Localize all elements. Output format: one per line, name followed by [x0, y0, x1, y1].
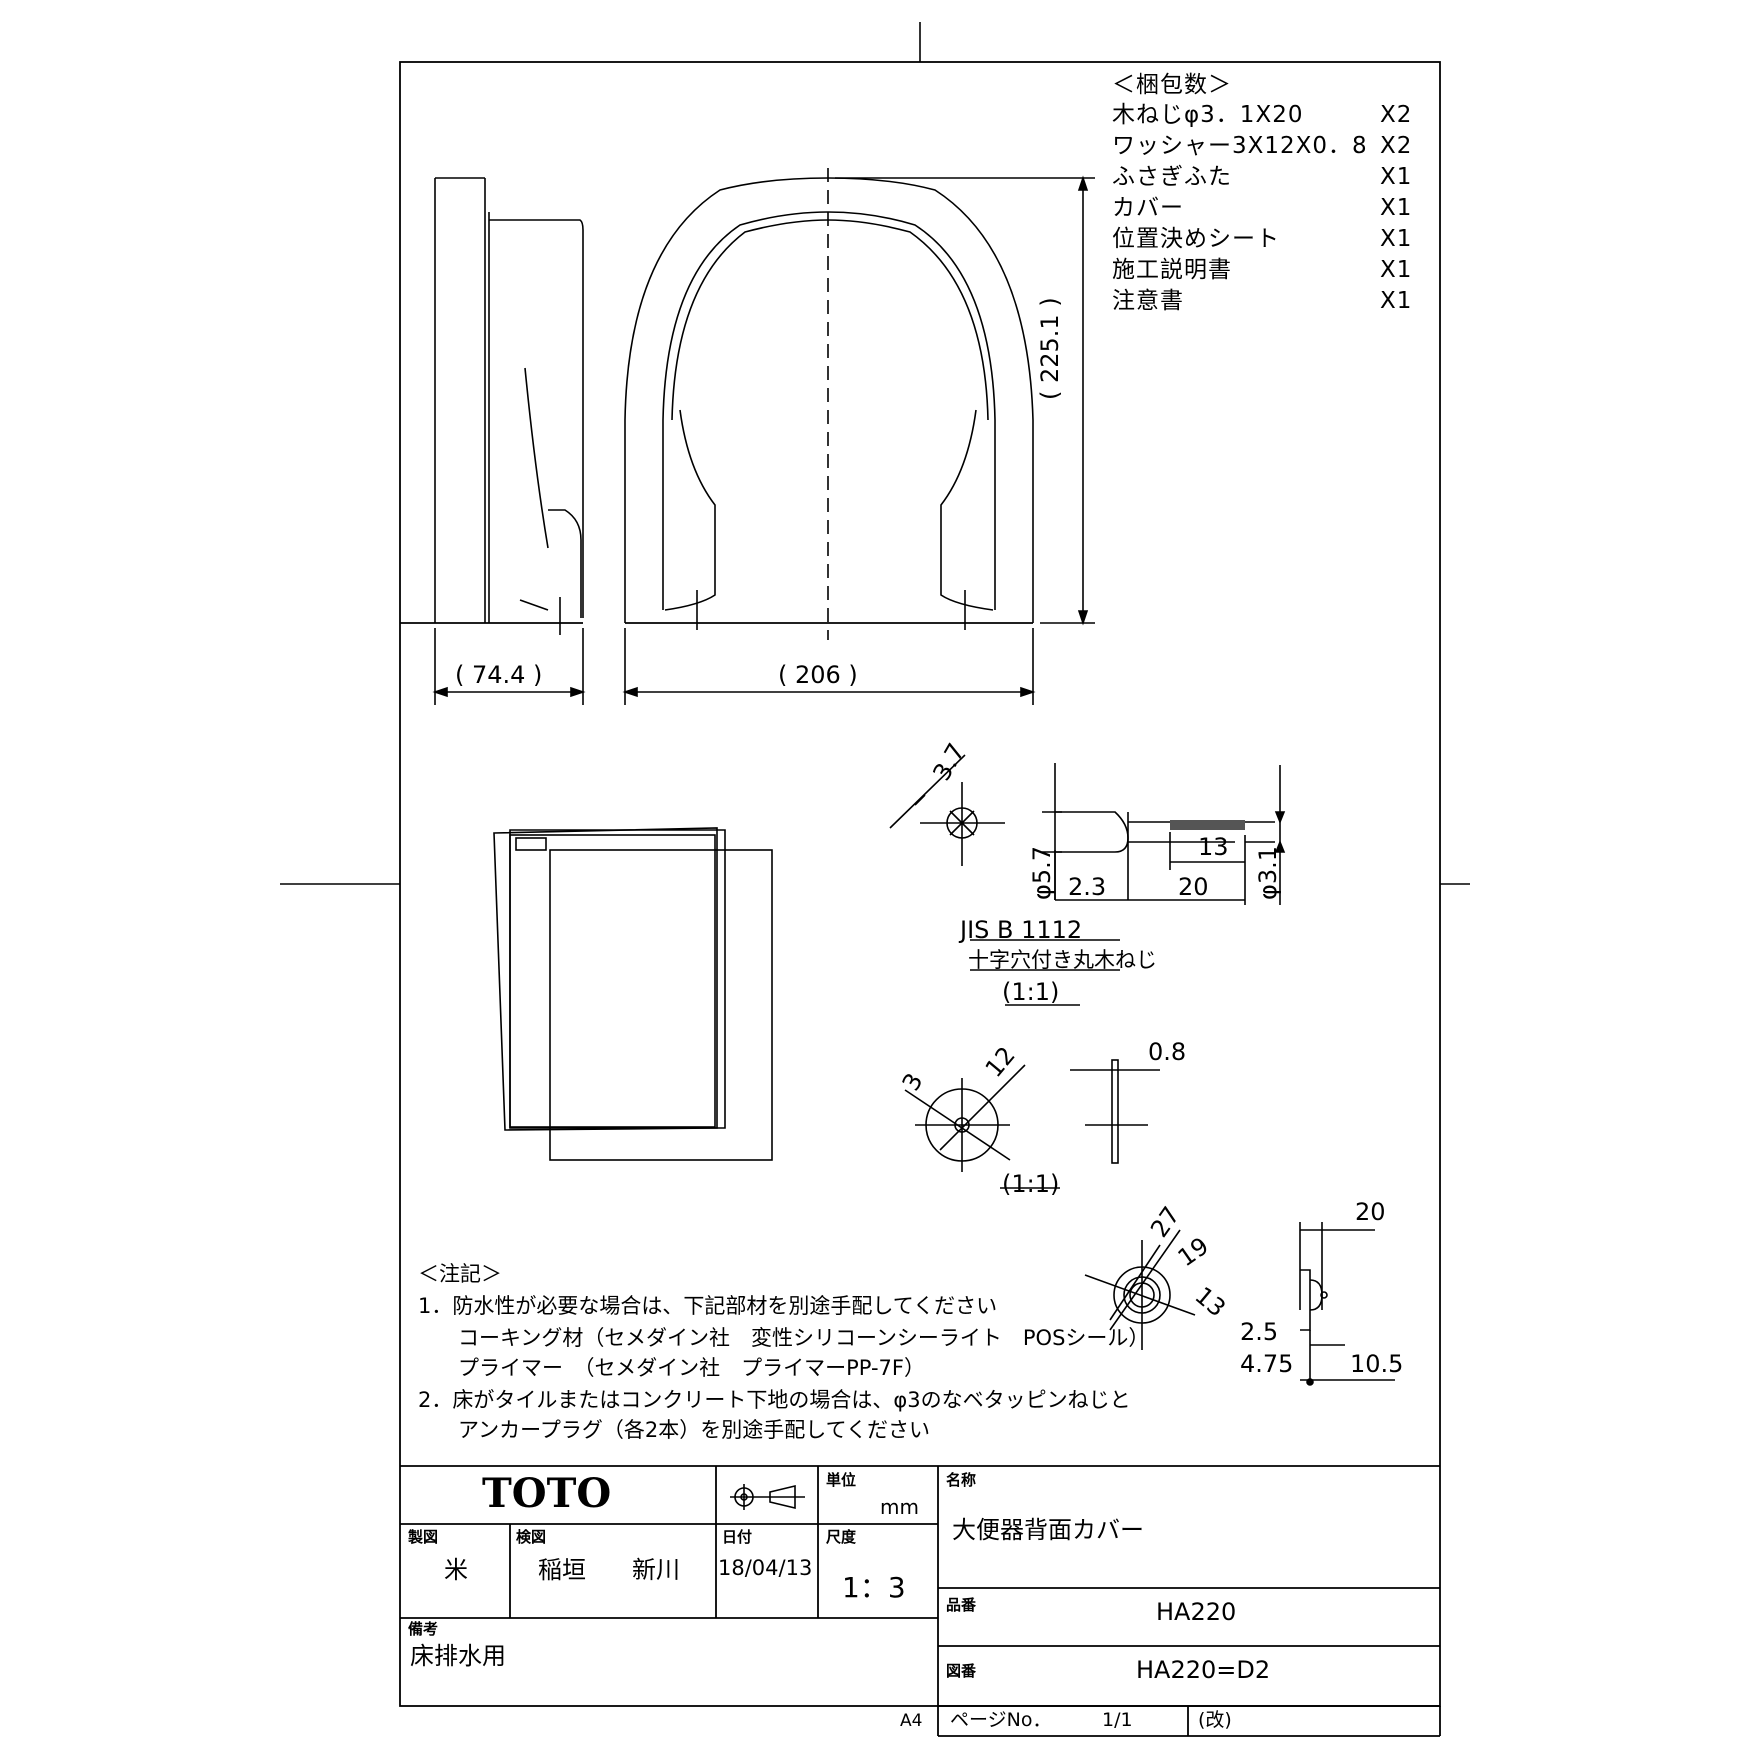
product-name: 大便器背面カバー [952, 1516, 1144, 1544]
packing-item-qty: X1 [1380, 164, 1413, 190]
cap-dim-c: 10.5 [1350, 1350, 1404, 1378]
dimension-height: ( 225.1 ) [1036, 297, 1064, 400]
front-view [624, 168, 1034, 640]
cap-dim-b: 4.75 [1240, 1350, 1294, 1378]
packing-item-qty: X2 [1380, 133, 1413, 159]
packing-item-name: 位置決めシート [1112, 226, 1280, 252]
screw-side-view [970, 763, 1286, 1006]
scale-label: 尺度 [826, 1528, 857, 1546]
checked-label: 検図 [516, 1528, 547, 1546]
paper-size: A4 [900, 1711, 923, 1731]
packing-title: ＜梱包数＞ [1112, 72, 1232, 98]
packing-item-qty: X2 [1380, 102, 1413, 128]
drawn-by: 米 [444, 1556, 468, 1584]
drawn-label: 製図 [408, 1528, 439, 1546]
notes-title: ＜注記＞ [418, 1262, 502, 1286]
notes-line: プライマー （セメダイン社 プライマーPP-7F） [458, 1356, 925, 1380]
dwg-label: 図番 [946, 1662, 977, 1680]
projection-symbol-icon [730, 1484, 805, 1510]
screw-total-len: 20 [1178, 873, 1209, 901]
date-value: 18/04/13 [718, 1556, 813, 1580]
revision: (改) [1198, 1709, 1232, 1731]
part-label: 品番 [946, 1596, 977, 1614]
main-dimensions [432, 175, 1095, 705]
cap-dim-a: 2.5 [1240, 1318, 1279, 1346]
packing-item-qty: X1 [1380, 195, 1413, 221]
notes-line: アンカープラグ（各2本）を別途手配してください [458, 1418, 930, 1442]
date-label: 日付 [722, 1528, 753, 1546]
drawing-number: HA220=D2 [1136, 1656, 1271, 1684]
cap-view [1084, 1222, 1395, 1386]
part-number: HA220 [1156, 1598, 1237, 1626]
title-block-grid [400, 1465, 1441, 1737]
screw-standard-name: 十字穴付き丸木ねじ [968, 948, 1157, 972]
notes-line: 1．防水性が必要な場合は、下記部材を別途手配してください [418, 1294, 998, 1318]
checked-by-2: 新川 [632, 1556, 680, 1584]
page-label: ページNo． [950, 1709, 1052, 1731]
sheet-frame [280, 22, 1470, 1707]
screw-shaft-dia: φ3.1 [1254, 846, 1282, 900]
screw-head-height: φ5.7 [1028, 846, 1056, 900]
dimension-depth: ( 74.4 ) [455, 661, 543, 689]
name-label: 名称 [946, 1471, 977, 1489]
side-view [400, 177, 584, 635]
notes-line: コーキング材（セメダイン社 変性シリコーンシーライト POSシール） [458, 1326, 1150, 1350]
checked-by-1: 稲垣 [538, 1556, 586, 1584]
packing-item-name: ふさぎふた [1112, 164, 1232, 190]
screw-head-view [889, 754, 1005, 866]
screw-thread-len: 13 [1198, 833, 1229, 861]
washer-thickness: 0.8 [1148, 1038, 1187, 1066]
packing-item-name: 注意書 [1112, 288, 1184, 314]
unit-label: 単位 [826, 1471, 857, 1489]
dimension-width: ( 206 ) [778, 661, 858, 689]
screw-standard: JIS B 1112 [960, 916, 1083, 944]
screw-head-len: 2.3 [1068, 873, 1107, 901]
remark-label: 備考 [408, 1620, 439, 1638]
packing-item-qty: X1 [1380, 226, 1413, 252]
packing-item-name: ワッシャー3X12X0．8 [1112, 133, 1368, 159]
brand-logo: TOTO [482, 1470, 612, 1517]
cap-width: 20 [1355, 1198, 1386, 1226]
unit-value: mm [880, 1495, 919, 1519]
page-number: 1/1 [1102, 1709, 1133, 1731]
packing-item-qty: X1 [1380, 257, 1413, 283]
scale-value: 1：3 [842, 1571, 906, 1604]
packing-item-name: 木ねじφ3．1X20 [1112, 102, 1304, 128]
packing-item-name: カバー [1112, 195, 1184, 221]
packing-item-name: 施工説明書 [1112, 257, 1232, 283]
notes-line: 2．床がタイルまたはコンクリート下地の場合は、φ3のなベタッピンねじと [418, 1388, 1131, 1412]
washer-view [904, 1059, 1160, 1189]
remark-value: 床排水用 [410, 1642, 506, 1670]
manual-sheets [493, 827, 773, 1161]
screw-scale: (1:1) [1002, 978, 1060, 1006]
packing-item-qty: X1 [1380, 288, 1413, 314]
washer-scale: (1:1) [1002, 1170, 1060, 1198]
